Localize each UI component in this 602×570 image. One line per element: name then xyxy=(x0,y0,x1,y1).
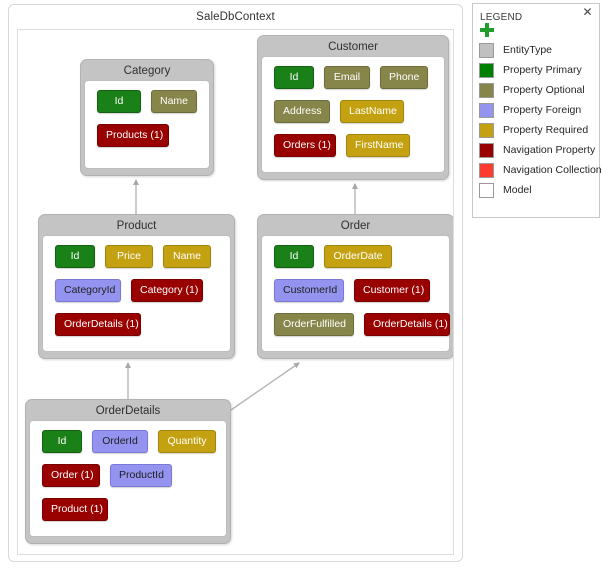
legend-color-swatch xyxy=(479,82,494,98)
property-product-1[interactable]: Product (1) xyxy=(42,498,108,521)
property-row: Id Name xyxy=(97,90,199,113)
legend-color-swatch xyxy=(479,162,494,178)
property-orderfulfilled[interactable]: OrderFulfilled xyxy=(274,313,354,336)
property-address[interactable]: Address xyxy=(274,100,330,123)
legend-item[interactable]: Property Foreign xyxy=(473,100,599,120)
legend-color-swatch xyxy=(479,62,494,78)
legend-item-label: Navigation Collection xyxy=(503,164,602,176)
entity-header: Order xyxy=(340,220,371,232)
legend-item-label: Property Primary xyxy=(503,64,582,76)
legend-item[interactable]: Model xyxy=(473,180,599,200)
property-orderid[interactable]: OrderId xyxy=(92,430,148,453)
legend-color-swatch xyxy=(479,142,494,158)
property-orderdetails-1[interactable]: OrderDetails (1) xyxy=(364,313,450,336)
legend-title: LEGEND xyxy=(480,12,523,23)
legend-item[interactable]: Property Optional xyxy=(473,80,599,100)
property-row: CategoryId Category (1) xyxy=(55,279,220,302)
close-icon[interactable]: ✕ xyxy=(582,5,593,19)
property-row: Orders (1) FirstName xyxy=(274,134,434,157)
property-orderdetails-1[interactable]: OrderDetails (1) xyxy=(55,313,141,336)
property-id[interactable]: Id xyxy=(274,245,314,268)
property-quantity[interactable]: Quantity xyxy=(158,430,216,453)
legend-item-label: Model xyxy=(503,184,532,196)
plus-icon[interactable] xyxy=(480,23,494,37)
entity-header: Customer xyxy=(328,41,378,53)
property-row: Order (1) ProductId xyxy=(42,464,216,487)
property-productid[interactable]: ProductId xyxy=(110,464,172,487)
property-id[interactable]: Id xyxy=(42,430,82,453)
legend-color-swatch xyxy=(479,182,494,198)
property-name[interactable]: Name xyxy=(151,90,197,113)
property-id[interactable]: Id xyxy=(274,66,314,89)
property-products-1[interactable]: Products (1) xyxy=(97,124,169,147)
property-lastname[interactable]: LastName xyxy=(340,100,404,123)
property-email[interactable]: Email xyxy=(324,66,370,89)
legend-item-label: Property Required xyxy=(503,124,589,136)
legend-item-label: EntityType xyxy=(503,44,553,56)
property-row: OrderDetails (1) xyxy=(55,313,220,336)
legend-item[interactable]: Navigation Collection xyxy=(473,160,602,180)
legend-item-label: Property Optional xyxy=(503,84,585,96)
property-row: OrderFulfilled OrderDetails (1) xyxy=(274,313,450,336)
property-row: CustomerId Customer (1) xyxy=(274,279,439,302)
property-phone[interactable]: Phone xyxy=(380,66,428,89)
property-row: Id Email Phone xyxy=(274,66,434,89)
legend-item[interactable]: Property Required xyxy=(473,120,599,140)
legend-color-swatch xyxy=(479,102,494,118)
property-id[interactable]: Id xyxy=(55,245,95,268)
legend-item-label: Property Foreign xyxy=(503,104,582,116)
legend-titlebar: LEGEND ✕ xyxy=(473,4,599,24)
property-id[interactable]: Id xyxy=(97,90,141,113)
legend-color-swatch xyxy=(479,42,494,58)
property-category-1[interactable]: Category (1) xyxy=(131,279,203,302)
property-name[interactable]: Name xyxy=(163,245,211,268)
legend-item-label: Navigation Property xyxy=(503,144,596,156)
entity-header: Product xyxy=(116,220,157,232)
legend-item[interactable]: Property Primary xyxy=(473,60,599,80)
legend-item[interactable]: EntityType xyxy=(473,40,599,60)
property-firstname[interactable]: FirstName xyxy=(346,134,410,157)
legend-item[interactable]: Navigation Property xyxy=(473,140,599,160)
property-orderdate[interactable]: OrderDate xyxy=(324,245,392,268)
orderdetails-to-order xyxy=(230,362,300,411)
legend-color-swatch xyxy=(479,122,494,138)
property-row: Product (1) xyxy=(42,498,216,521)
property-price[interactable]: Price xyxy=(105,245,153,268)
entity-header: OrderDetails xyxy=(95,405,161,417)
property-customer-1[interactable]: Customer (1) xyxy=(354,279,430,302)
model-title: SaleDbContext xyxy=(196,11,275,23)
property-customerid[interactable]: CustomerId xyxy=(274,279,344,302)
property-row: Products (1) xyxy=(97,124,199,147)
property-categoryid[interactable]: CategoryId xyxy=(55,279,121,302)
entity-header: Category xyxy=(123,65,171,77)
property-row: Address LastName xyxy=(274,100,434,123)
property-orders-1[interactable]: Orders (1) xyxy=(274,134,336,157)
property-row: Id OrderId Quantity xyxy=(42,430,216,453)
property-row: Id OrderDate xyxy=(274,245,439,268)
property-order-1[interactable]: Order (1) xyxy=(42,464,100,487)
property-row: Id Price Name xyxy=(55,245,220,268)
